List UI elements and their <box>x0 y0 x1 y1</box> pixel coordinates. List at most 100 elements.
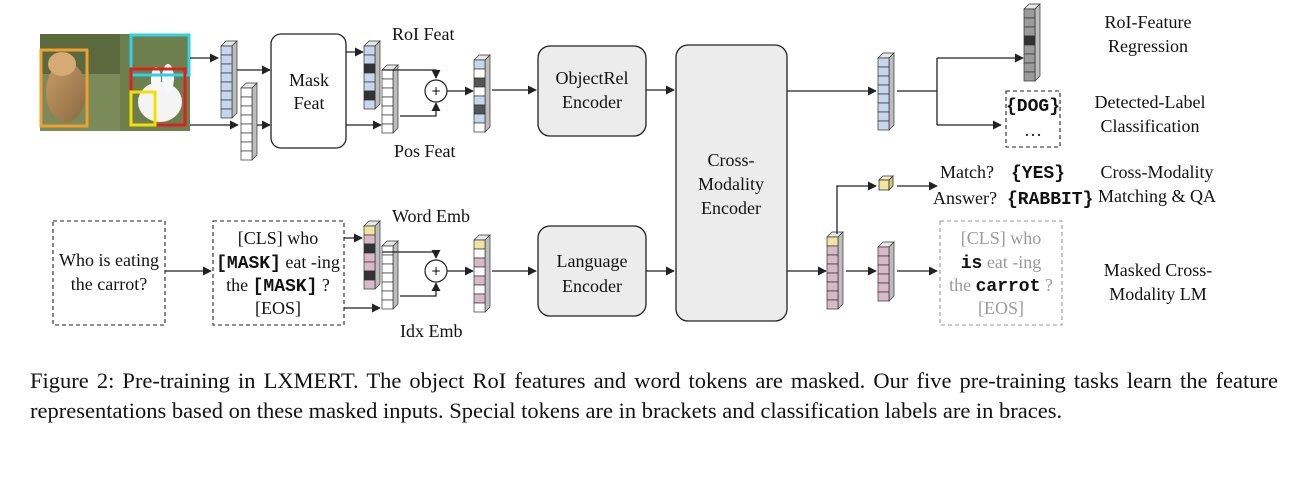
svg-text:+: + <box>431 84 441 98</box>
stack-side-face <box>231 40 238 119</box>
stack-cell <box>240 87 253 98</box>
lm-line4: [EOS] <box>978 298 1024 318</box>
lm-output-box <box>939 220 1063 326</box>
stack-side-face <box>392 240 399 310</box>
stack-cell <box>240 150 253 161</box>
idx-emb-label: Idx Emb <box>400 321 463 341</box>
stack-cell <box>381 96 394 107</box>
stack-side-face <box>392 64 399 134</box>
stack-side-face <box>484 234 491 313</box>
stack-cell <box>381 87 394 98</box>
stack-cell <box>877 111 890 122</box>
visual-output-stack <box>877 52 895 131</box>
stack-cell <box>877 273 890 284</box>
stack-cell <box>1023 17 1036 28</box>
plus-circle-icon: + <box>424 259 448 283</box>
lxmert-diagram: Mask Feat RoI Feat Pos Feat + ObjectRel … <box>39 3 1216 341</box>
stack-cell <box>220 99 233 110</box>
stack-cell <box>877 282 890 293</box>
stack-cell <box>240 105 253 116</box>
stack-cell <box>826 299 839 310</box>
stack-cell <box>473 86 486 97</box>
stack-cell <box>363 261 376 272</box>
detected-label-value: {DOG} <box>1006 97 1060 117</box>
stack-cell <box>473 59 486 70</box>
stack-cell <box>473 95 486 106</box>
stack-side-face <box>484 54 491 133</box>
stack-cell <box>1023 44 1036 55</box>
stack-cell <box>473 113 486 124</box>
input-image <box>39 33 191 131</box>
objectrel-encoder-block <box>537 45 647 137</box>
visual-sum-stack <box>473 54 491 133</box>
stack-cell <box>473 293 486 304</box>
stack-cell <box>363 270 376 281</box>
stack-cell <box>220 81 233 92</box>
cross-line1: Cross- <box>707 150 754 170</box>
stack-cell <box>240 123 253 134</box>
pos-feat-stack <box>381 64 399 134</box>
stack-cell <box>240 132 253 143</box>
stack-cell <box>381 78 394 89</box>
question-line2: the carrot? <box>71 274 147 294</box>
roi-feature-stack <box>220 40 238 119</box>
lm-output-stack <box>877 241 895 302</box>
stack-cell <box>877 57 890 68</box>
task-roi-regression-1: RoI-Feature <box>1105 12 1192 32</box>
question-box <box>52 220 166 326</box>
stack-cell <box>877 102 890 113</box>
stack-cell <box>363 63 376 74</box>
task-detected-label-2: Classification <box>1101 116 1200 136</box>
objectrel-line1: ObjectRel <box>556 68 629 88</box>
stack-cell <box>877 246 890 257</box>
stack-side-face <box>888 52 895 131</box>
stack-cell <box>1023 35 1036 46</box>
stack-cell <box>877 291 890 302</box>
tokens-line1: [CLS] who <box>238 228 319 248</box>
stack-cell <box>363 279 376 290</box>
stack-cell <box>220 108 233 119</box>
stack-cell <box>826 254 839 265</box>
stack-cell <box>473 302 486 313</box>
stack-cell <box>240 96 253 107</box>
stack-cell <box>381 245 394 256</box>
stack-cell <box>473 104 486 115</box>
figure-caption: Figure 2: Pre-training in LXMERT. The ob… <box>30 368 1278 423</box>
detected-label-box <box>1005 90 1061 148</box>
kitten <box>46 62 86 122</box>
stack-cell <box>473 68 486 79</box>
stack-side-face <box>888 241 895 302</box>
masked-roi-feat-stack <box>363 40 381 110</box>
answer-value: {RABBIT} <box>1007 190 1093 210</box>
task-detected-label-1: Detected-Label <box>1095 92 1206 112</box>
stack-cell <box>363 243 376 254</box>
plus-circle-icon: + <box>424 79 448 103</box>
stack-cell <box>473 266 486 277</box>
lm-line1: [CLS] who <box>961 228 1042 248</box>
stack-cell <box>473 284 486 295</box>
masked-tokens-box <box>212 220 345 326</box>
stack-cell <box>1023 71 1036 82</box>
cls-feature-cube <box>878 175 894 191</box>
word-emb-stack <box>363 220 381 290</box>
stack-cell <box>826 281 839 292</box>
match-label: Match? <box>940 162 994 182</box>
stack-cell <box>1023 26 1036 37</box>
stack-cell <box>363 54 376 65</box>
stack-side-face <box>837 231 844 310</box>
stack-cell <box>381 263 394 274</box>
objectrel-line2: Encoder <box>562 92 622 112</box>
svg-text:+: + <box>431 264 441 278</box>
language-output-stack <box>826 231 844 310</box>
lm-line3: the carrot ? <box>949 275 1053 297</box>
roi-regression-stack <box>1023 3 1041 82</box>
match-value: {YES} <box>1011 164 1065 184</box>
stack-cell <box>877 264 890 275</box>
task-cross-matching-2: Matching & QA <box>1098 186 1216 206</box>
detected-label-ellipsis: … <box>1024 120 1042 140</box>
stack-cell <box>1023 62 1036 73</box>
stack-cell <box>877 66 890 77</box>
stack-cell <box>363 225 376 236</box>
question-line1: Who is eating <box>59 250 159 270</box>
stack-cell <box>1023 53 1036 64</box>
